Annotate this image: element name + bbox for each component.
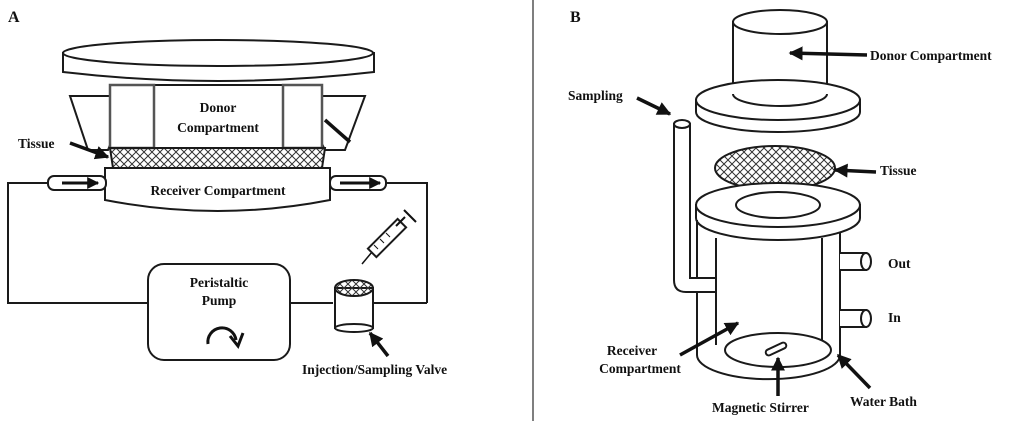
sampling-arrow: [636, 96, 672, 116]
sampling-valve: [334, 279, 374, 333]
donor-side-arrow: [323, 118, 352, 144]
receiver-flange: [695, 182, 861, 241]
panel-a-letter: A: [8, 9, 20, 26]
tissue-arrow: [69, 141, 110, 160]
donor-compartment-label-2: Compartment: [177, 120, 259, 135]
in-label: In: [888, 310, 901, 325]
tissue-membrane: [108, 147, 327, 169]
receiver-arrow: [679, 321, 740, 357]
water-out-port: [840, 252, 872, 271]
receiver-compartment-label: Receiver Compartment: [150, 183, 286, 198]
pump-label-2: Pump: [202, 293, 237, 308]
tissue-label-b: Tissue: [880, 163, 917, 178]
sampling-label: Sampling: [568, 88, 623, 103]
tissue-label: Tissue: [18, 136, 55, 151]
sampling-tube: [673, 119, 717, 293]
panel-b-letter: B: [570, 9, 581, 26]
receiver-label-2: Compartment: [599, 361, 681, 376]
circulation-tubing: [7, 182, 428, 304]
water-bath-label: Water Bath: [850, 394, 917, 409]
donor-arrow: [788, 46, 868, 61]
valve-arrow: [368, 331, 390, 358]
peristaltic-pump: [147, 263, 291, 361]
donor-lid: [62, 39, 375, 82]
valve-label: Injection/Sampling Valve: [302, 362, 447, 377]
pump-label-1: Peristaltic: [190, 275, 248, 290]
donor-wall-right: [281, 83, 324, 150]
tissue-arrow-b: [833, 163, 877, 178]
donor-compartment-label: Donor Compartment: [870, 48, 992, 63]
out-label: Out: [888, 256, 911, 271]
receiver-compartment: [104, 167, 331, 212]
panel-b: B Donor Compartment Tissue: [568, 9, 992, 415]
inlet-tube: [47, 175, 107, 191]
donor-wall-left: [108, 83, 156, 150]
panel-a: A Donor Compartment Receiver Compartment: [7, 9, 447, 377]
water-in-port: [840, 309, 872, 328]
donor-compartment-label-1: Donor: [200, 100, 237, 115]
water-bath-arrow: [836, 353, 872, 390]
syringe-icon: [361, 209, 417, 265]
stirrer-label: Magnetic Stirrer: [712, 400, 809, 415]
donor-flange: [695, 79, 861, 133]
outlet-tube: [329, 175, 387, 191]
magnetic-stirrer-bar: [764, 341, 788, 357]
rotation-icon: [206, 326, 245, 349]
receiver-label-1: Receiver: [607, 343, 657, 358]
